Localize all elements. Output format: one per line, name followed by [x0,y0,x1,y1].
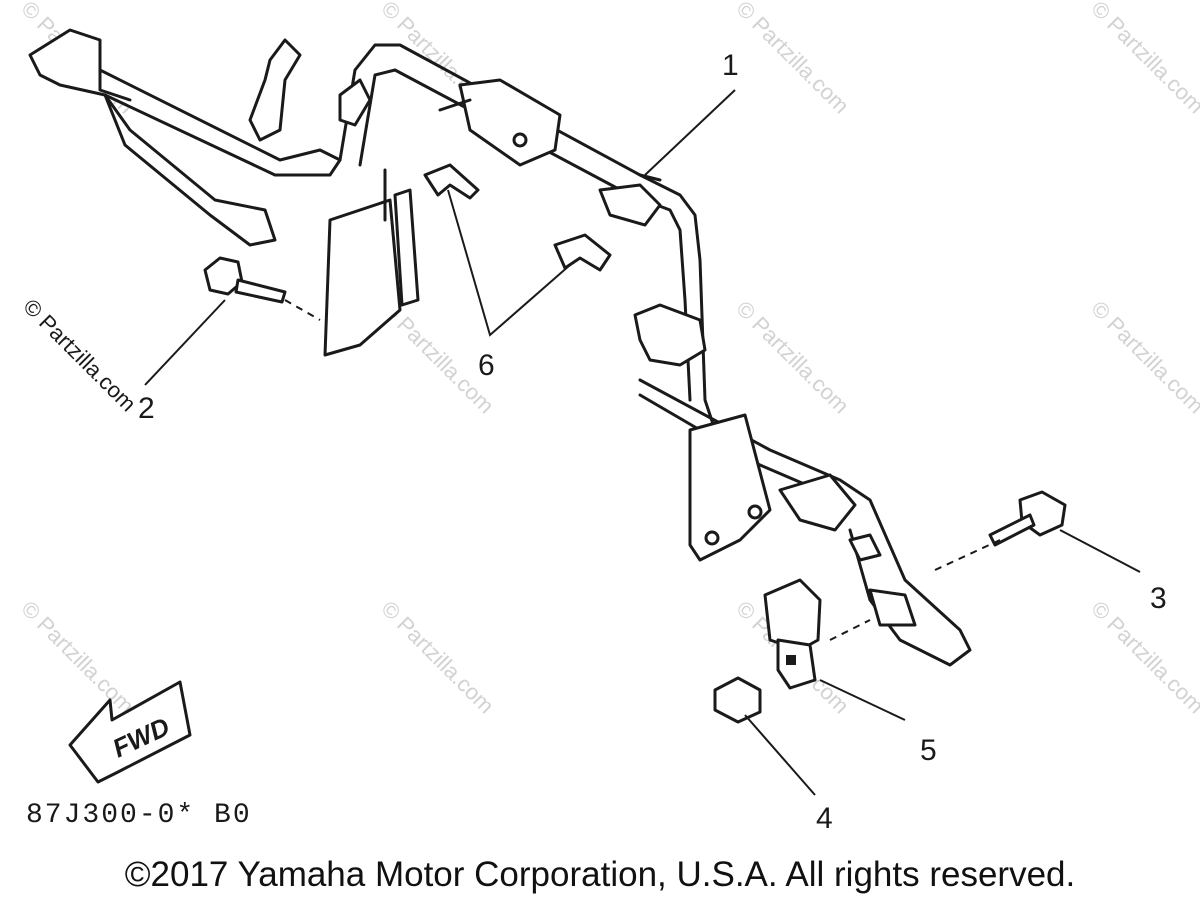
bracket-part-5 [763,578,822,690]
callout-1: 1 [722,49,739,82]
watermark: © Partzilla.com [1086,0,1200,118]
watermark: © Partzilla.com [731,0,854,118]
bolt-part-3 [988,490,1067,547]
callout-5: 5 [920,734,937,767]
watermark: © Partzilla.com [1086,296,1200,419]
watermark-layer: © Partzilla.com © Partzilla.com © Partzi… [16,0,1200,718]
callout-4: 4 [816,802,833,835]
callout-6: 6 [478,349,495,382]
clamp-part-6 [423,163,612,272]
bolt-part-2 [203,256,321,321]
frame-stay-part-1 [28,28,972,667]
watermark: © Partzilla.com [16,596,139,719]
nut-part-4 [713,676,762,724]
callout-3: 3 [1150,582,1167,615]
side-watermark: © Partzilla.com [18,294,141,417]
watermark: © Partzilla.com [1086,596,1200,719]
callout-2: 2 [138,392,155,425]
leader-lines [144,89,1141,796]
watermark: © Partzilla.com [731,296,854,419]
watermark: © Partzilla.com [376,596,499,719]
diagram-code: 87J300-0* B0 [26,800,252,831]
copyright-notice: ©2017 Yamaha Motor Corporation, U.S.A. A… [124,855,1076,894]
